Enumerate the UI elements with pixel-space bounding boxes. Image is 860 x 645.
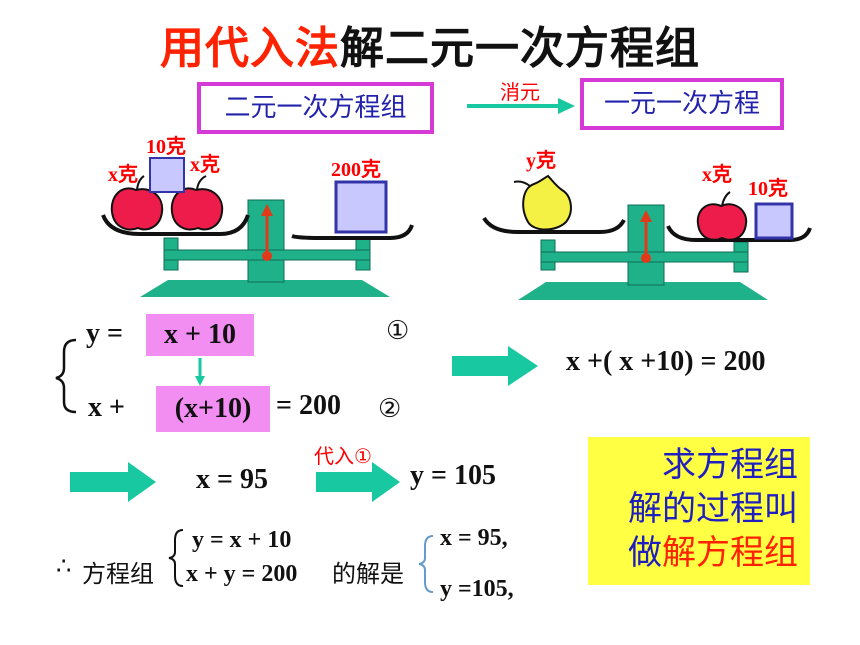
equation1-highlight: x + 10 xyxy=(146,314,254,356)
conclusion-solution-y: y =105, xyxy=(440,576,514,602)
title-method: 用代入法 xyxy=(160,23,340,74)
definition-note: 求方程组 解的过程叫 做解方程组 xyxy=(588,437,810,585)
equation2-highlight: (x+10) xyxy=(156,386,270,432)
label-apple-left: x克 xyxy=(108,164,138,186)
equation2-number: ② xyxy=(378,394,402,424)
label-two-hundred-gram: 200克 xyxy=(331,159,381,181)
conclusion-solution-x: x = 95, xyxy=(440,525,508,551)
conclusion-middle: 的解是 xyxy=(332,560,404,588)
label-apple-right-scale: x克 xyxy=(702,164,732,186)
note-line3-term: 解方程组 xyxy=(662,533,798,573)
equation2-right: = 200 xyxy=(276,390,341,421)
pear-icon xyxy=(513,174,572,231)
conclusion-prefix: 方程组 xyxy=(82,560,154,588)
label-ten-gram-right: 10克 xyxy=(748,178,788,200)
conclusion-eq2: x + y = 200 xyxy=(186,561,298,587)
ten-gram-block-icon xyxy=(149,157,185,193)
note-line3: 做解方程组 xyxy=(598,531,798,575)
conclusion-eq1: y = x + 10 xyxy=(192,527,292,553)
therefore-symbol: ∴ xyxy=(56,552,72,580)
apple-left-icon xyxy=(110,175,164,231)
right-balance-scale xyxy=(482,204,812,300)
two-hundred-gram-block-icon xyxy=(334,180,388,234)
solution-brace xyxy=(418,535,434,593)
arrow-to-substituted-icon xyxy=(452,346,538,386)
page-title: 用代入法解二元一次方程组 xyxy=(0,12,860,76)
arrow-to-solve-x-icon xyxy=(70,462,156,502)
substitute-label: 代入① xyxy=(314,444,372,468)
apple-right-scale-icon xyxy=(696,191,748,241)
note-line1: 求方程组 xyxy=(662,445,798,485)
substituted-equation: x +( x +10) = 200 xyxy=(566,346,766,377)
label-pear: y克 xyxy=(526,150,556,172)
elimination-arrow xyxy=(467,98,575,114)
left-balance-scale xyxy=(101,199,414,297)
note-line2: 解的过程叫 xyxy=(628,489,798,529)
arrow-substitute-icon xyxy=(316,462,400,502)
solution-y: y = 105 xyxy=(410,460,496,491)
elimination-label: 消元 xyxy=(500,80,540,104)
substitution-down-arrow xyxy=(195,358,205,386)
system-brace xyxy=(55,338,77,414)
ten-gram-block-right-icon xyxy=(754,202,794,240)
one-variable-equation-box: 一元一次方程 xyxy=(580,78,784,130)
apple-right-icon xyxy=(170,175,224,231)
equation1-number: ① xyxy=(386,316,410,346)
label-ten-gram: 10克 xyxy=(146,136,186,158)
solution-x: x = 95 xyxy=(196,464,268,495)
conclusion-system-brace xyxy=(168,529,184,587)
equation1-left: y = xyxy=(86,318,123,349)
equation2-left: x + xyxy=(88,392,125,423)
note-line3-prefix: 做 xyxy=(628,533,662,573)
label-apple-right: x克 xyxy=(190,154,220,176)
two-variable-system-box: 二元一次方程组 xyxy=(197,82,434,134)
title-topic: 解二元一次方程组 xyxy=(340,23,700,74)
